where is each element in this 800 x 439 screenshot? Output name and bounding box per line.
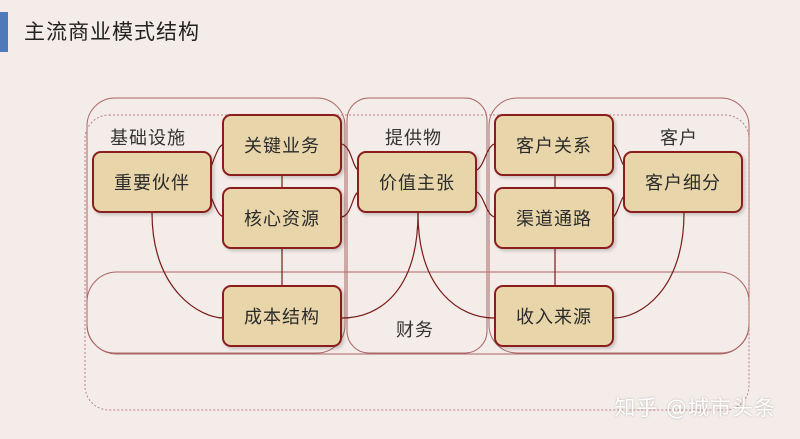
connector-partners-cost: [151, 212, 225, 319]
connector-value-revenue: [417, 212, 495, 319]
customer-relationships-box: 客户关系: [494, 114, 614, 176]
customer-segments-box: 客户细分: [623, 151, 743, 213]
title-accent-bar: [0, 12, 8, 52]
customer-label: 客户: [660, 128, 698, 149]
connector-value-relationships: [476, 143, 495, 171]
key-partners-box: 重要伙伴: [92, 151, 212, 213]
finance-label: 财务: [396, 320, 434, 341]
infrastructure-label: 基础设施: [110, 128, 186, 149]
connector-segments-revenue: [613, 212, 685, 319]
key-activities-box: 关键业务: [222, 114, 342, 176]
connector-resources-value: [341, 191, 359, 218]
finance-group-outline: [86, 271, 750, 355]
offering-label: 提供物: [385, 128, 442, 149]
cost-structure-box: 成本结构: [222, 285, 342, 347]
watermark: 知乎 @城市头条: [614, 396, 776, 420]
connector-value-cost: [341, 212, 419, 319]
channels-box: 渠道通路: [494, 187, 614, 249]
infrastructure-group-outline: [86, 97, 346, 354]
page-title: 主流商业模式结构: [24, 20, 200, 44]
connector-value-channels: [476, 191, 495, 218]
offering-group-outline: [346, 97, 488, 354]
value-proposition-box: 价值主张: [357, 151, 477, 213]
outer-dotted-outline: [84, 114, 750, 411]
connector-activities-value: [341, 143, 359, 171]
customer-group-outline: [488, 97, 750, 354]
key-resources-box: 核心资源: [222, 187, 342, 249]
revenue-streams-box: 收入来源: [494, 285, 614, 347]
